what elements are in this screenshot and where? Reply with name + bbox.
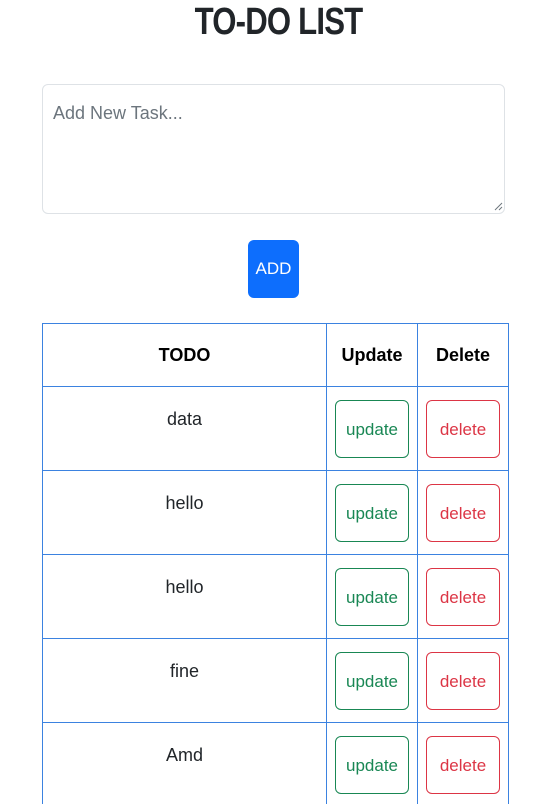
- update-button[interactable]: update: [335, 652, 409, 710]
- todo-text: hello: [165, 577, 204, 597]
- todo-cell: data: [42, 386, 327, 471]
- new-task-input[interactable]: [42, 84, 505, 214]
- delete-cell: delete: [417, 554, 509, 639]
- table-row: fine update delete: [42, 638, 509, 723]
- todo-table: TODO Update Delete data update delete he…: [42, 323, 509, 804]
- table-row: data update delete: [42, 386, 509, 471]
- table-row: hello update delete: [42, 554, 509, 639]
- update-button[interactable]: update: [335, 484, 409, 542]
- todo-text: Amd: [165, 745, 203, 765]
- todo-cell: hello: [42, 470, 327, 555]
- delete-cell: delete: [417, 638, 509, 723]
- delete-button[interactable]: delete: [426, 652, 500, 710]
- todo-cell: hello: [42, 554, 327, 639]
- todo-text: data: [166, 409, 203, 429]
- update-cell: update: [326, 386, 418, 471]
- update-cell: update: [326, 470, 418, 555]
- header-todo: TODO: [42, 323, 327, 387]
- update-cell: update: [326, 722, 418, 804]
- add-button[interactable]: ADD: [248, 240, 299, 298]
- table-header-row: TODO Update Delete: [42, 323, 509, 387]
- update-button[interactable]: update: [335, 568, 409, 626]
- header-update: Update: [326, 323, 418, 387]
- delete-button[interactable]: delete: [426, 484, 500, 542]
- delete-cell: delete: [417, 386, 509, 471]
- todo-cell: fine: [42, 638, 327, 723]
- delete-button[interactable]: delete: [426, 568, 500, 626]
- delete-cell: delete: [417, 470, 509, 555]
- table-row: Amd update delete: [42, 722, 509, 804]
- header-delete: Delete: [417, 323, 509, 387]
- todo-text: fine: [169, 661, 200, 681]
- table-row: hello update delete: [42, 470, 509, 555]
- delete-cell: delete: [417, 722, 509, 804]
- update-cell: update: [326, 638, 418, 723]
- delete-button[interactable]: delete: [426, 736, 500, 794]
- update-button[interactable]: update: [335, 736, 409, 794]
- update-cell: update: [326, 554, 418, 639]
- page-title: TO-DO LIST: [194, 1, 364, 43]
- todo-text: hello: [165, 493, 204, 513]
- todo-cell: Amd: [42, 722, 327, 804]
- delete-button[interactable]: delete: [426, 400, 500, 458]
- update-button[interactable]: update: [335, 400, 409, 458]
